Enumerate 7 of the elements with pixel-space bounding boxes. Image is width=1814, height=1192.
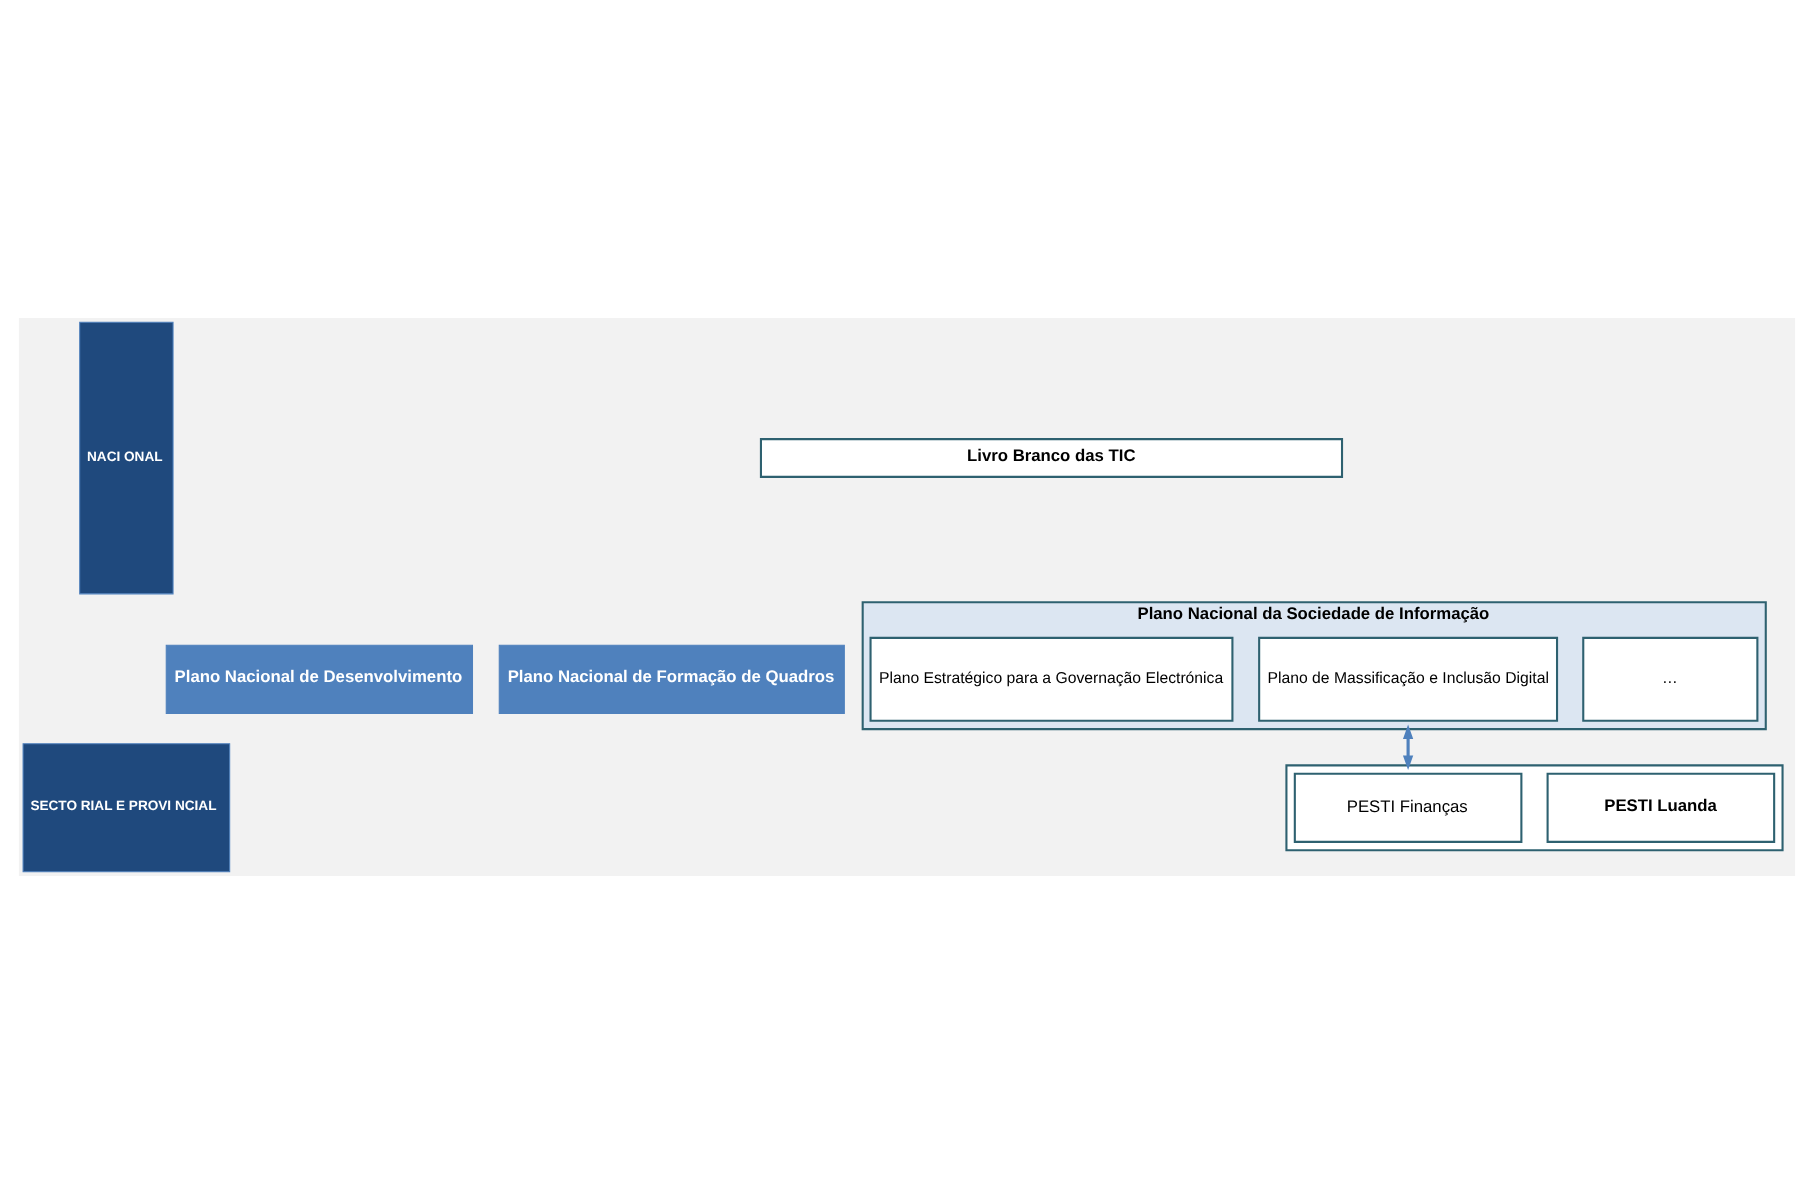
arrow: [1402, 723, 1414, 770]
cluster: [1285, 763, 1784, 851]
node-box: Plano Nacional de Formação de Quadros: [498, 643, 845, 713]
node-box: PESTI Luanda: [1546, 771, 1776, 842]
node-box: Livro Branco das TIC: [759, 437, 1344, 477]
node-box: Plano Nacional de Desenvolvimento: [165, 643, 474, 713]
node-box: PESTI Finanças: [1293, 771, 1523, 842]
